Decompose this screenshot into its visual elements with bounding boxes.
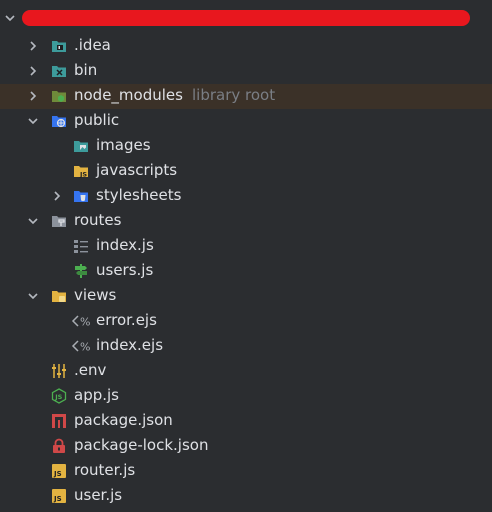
tree-item-label: node_modules xyxy=(74,86,183,104)
tree-item-stylesheets[interactable]: stylesheets xyxy=(0,184,492,209)
tree-item-label: error.ejs xyxy=(96,311,157,329)
folder-bin-icon xyxy=(51,63,67,79)
folder-public-icon xyxy=(51,113,67,129)
env-settings-icon xyxy=(51,363,67,379)
chevron-down-icon[interactable] xyxy=(27,290,39,302)
tree-item-package-lock-json[interactable]: package-lock.json xyxy=(0,434,492,459)
tree-item-label: package-lock.json xyxy=(74,436,209,454)
folder-images-icon xyxy=(73,138,89,154)
tree-item-label: .env xyxy=(74,361,107,379)
folder-javascripts-icon: JS xyxy=(73,163,89,179)
svg-text:%: % xyxy=(80,316,90,329)
chevron-down-icon[interactable] xyxy=(27,115,39,127)
svg-text:%: % xyxy=(80,341,90,354)
folder-views-icon xyxy=(51,288,67,304)
tree-item-javascripts[interactable]: JS javascripts xyxy=(0,159,492,184)
tree-item-label: .idea xyxy=(74,36,111,54)
tree-item-images[interactable]: images xyxy=(0,134,492,159)
folder-stylesheets-icon xyxy=(73,188,89,204)
chevron-right-icon[interactable] xyxy=(51,190,63,202)
js-file-icon: JS xyxy=(51,488,67,504)
js-structure-icon xyxy=(73,238,89,254)
tree-item-node-modules[interactable]: node_modules library root xyxy=(0,84,492,109)
chevron-right-icon[interactable] xyxy=(27,65,39,77)
tree-item-app-js[interactable]: JS app.js xyxy=(0,384,492,409)
tree-item-label: images xyxy=(96,136,151,154)
tree-item-label: app.js xyxy=(74,386,119,404)
tree-item-label: views xyxy=(74,286,117,304)
tree-item-label: bin xyxy=(74,61,98,79)
folder-node-modules-icon xyxy=(51,88,67,104)
svg-text:JS: JS xyxy=(79,171,87,179)
tree-item-label: index.js xyxy=(96,236,154,254)
tree-item-label: user.js xyxy=(74,486,123,504)
tree-item-user-js[interactable]: JS user.js xyxy=(0,484,492,509)
npm-icon xyxy=(51,413,67,429)
folder-routes-icon xyxy=(51,213,67,229)
tree-item-env[interactable]: .env xyxy=(0,359,492,384)
tree-item-bin[interactable]: bin xyxy=(0,59,492,84)
project-root-row[interactable] xyxy=(0,0,492,36)
tree-item-label: routes xyxy=(74,211,122,229)
tree-item-label: users.js xyxy=(96,261,154,279)
svg-text:JS: JS xyxy=(53,470,62,478)
svg-text:JS: JS xyxy=(53,495,62,503)
chevron-right-icon[interactable] xyxy=(27,40,39,52)
tree-item-error-ejs[interactable]: % error.ejs xyxy=(0,309,492,334)
redacted-project-path xyxy=(22,10,470,26)
tree-item-index-js[interactable]: index.js xyxy=(0,234,492,259)
template-icon: % xyxy=(71,338,93,354)
tree-item-users-js[interactable]: users.js xyxy=(0,259,492,284)
tree-item-idea[interactable]: .idea xyxy=(0,34,492,59)
chevron-down-icon[interactable] xyxy=(27,215,39,227)
tree-item-label: javascripts xyxy=(96,161,178,179)
tree-item-label: router.js xyxy=(74,461,136,479)
tree-item-label: index.ejs xyxy=(96,336,164,354)
lock-icon xyxy=(51,438,67,454)
panel-bottom-edge xyxy=(0,507,492,512)
nodejs-icon: JS xyxy=(51,388,67,404)
template-icon: % xyxy=(71,313,93,329)
folder-idea-icon xyxy=(51,38,67,54)
route-signpost-icon xyxy=(73,263,89,279)
tree-item-public[interactable]: public xyxy=(0,109,492,134)
tree-item-package-json[interactable]: package.json xyxy=(0,409,492,434)
tree-item-label: stylesheets xyxy=(96,186,182,204)
library-root-hint: library root xyxy=(192,86,276,104)
tree-item-views[interactable]: views xyxy=(0,284,492,309)
chevron-right-icon[interactable] xyxy=(27,90,39,102)
chevron-down-icon[interactable] xyxy=(4,12,16,24)
js-file-icon: JS xyxy=(51,463,67,479)
svg-text:JS: JS xyxy=(54,393,62,401)
tree-item-label: package.json xyxy=(74,411,173,429)
tree-item-label: public xyxy=(74,111,120,129)
tree-item-router-js[interactable]: JS router.js xyxy=(0,459,492,484)
tree-item-index-ejs[interactable]: % index.ejs xyxy=(0,334,492,359)
tree-item-routes[interactable]: routes xyxy=(0,209,492,234)
